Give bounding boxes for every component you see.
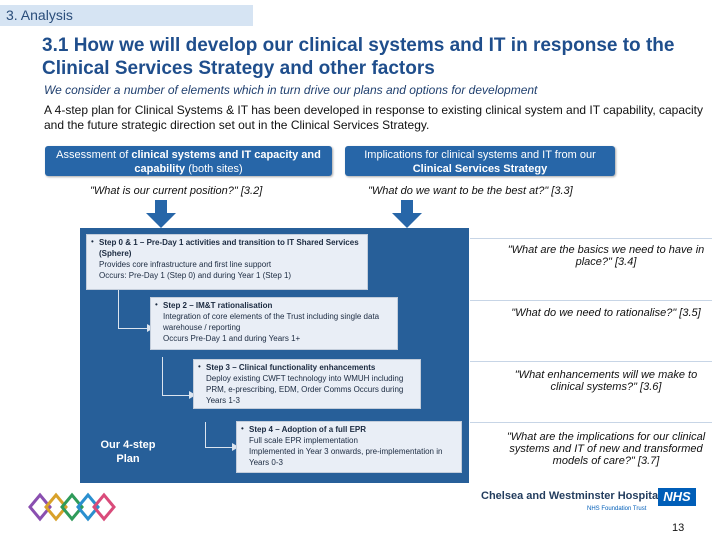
assessment-pill-post: (both sites) <box>185 163 243 175</box>
assessment-pill: Assessment of clinical systems and IT ca… <box>45 146 332 176</box>
down-arrow-icon <box>146 200 176 228</box>
step-3-box: • Step 3 – Clinical functionality enhanc… <box>193 359 421 409</box>
step-heading: Step 0 & 1 – Pre-Day 1 activities and tr… <box>99 238 359 258</box>
step-connector <box>205 422 234 448</box>
slide-title: 3.1 How we will develop our clinical sys… <box>42 35 675 79</box>
question-current-position: "What is our current position?" [3.2] <box>90 185 263 197</box>
step-detail: Deploy existing CWFT technology into WMU… <box>206 374 404 405</box>
assessment-pill-bold: clinical systems and IT capacity and cap… <box>131 149 321 175</box>
page-number: 13 <box>672 522 685 534</box>
divider-line <box>470 300 712 301</box>
step-0-1-box: • Step 0 & 1 – Pre-Day 1 activities and … <box>86 234 368 290</box>
step-detail: Occurs: Pre-Day 1 (Step 0) and during Ye… <box>99 271 292 280</box>
step-detail: Full scale EPR implementation <box>249 436 358 445</box>
question-basics: "What are the basics we need to have in … <box>507 244 705 268</box>
step-heading: Step 3 – Clinical functionality enhancem… <box>206 363 376 372</box>
step-connector <box>162 357 191 396</box>
divider-line <box>470 422 712 423</box>
assessment-pill-pre: Assessment of <box>56 149 132 161</box>
connector-arrow-icon <box>232 443 239 451</box>
slide-subtitle: We consider a number of elements which i… <box>44 83 538 97</box>
step-2-box: • Step 2 – IM&T rationalisation Integrat… <box>150 297 398 350</box>
implications-pill: Implications for clinical systems and IT… <box>345 146 615 176</box>
step-heading: Step 4 – Adoption of a full EPR <box>249 425 367 434</box>
step-4-box: • Step 4 – Adoption of a full EPR Full s… <box>236 421 462 473</box>
divider-line <box>470 361 712 362</box>
divider-line <box>470 238 712 239</box>
section-tag: 3. Analysis <box>0 5 253 26</box>
question-best-at: "What do we want to be the best at?" [3.… <box>368 185 573 197</box>
step-detail: Implemented in Year 3 onwards, pre-imple… <box>249 447 443 467</box>
hospital-name: Chelsea and Westminster Hospital <box>481 490 662 502</box>
question-rationalise: "What do we need to rationalise?" [3.5] <box>511 307 701 319</box>
question-new-models: "What are the implications for our clini… <box>506 431 706 467</box>
trust-logo-icon <box>28 492 116 522</box>
trust-name: NHS Foundation Trust <box>587 506 647 512</box>
step-heading: Step 2 – IM&T rationalisation <box>163 301 273 310</box>
step-detail: Occurs Pre-Day 1 and during Years 1+ <box>163 334 301 343</box>
down-arrow-icon <box>392 200 422 228</box>
panel-label: Our 4-step Plan <box>100 439 156 465</box>
implications-pill-bold: Clinical Services Strategy <box>412 163 548 175</box>
connector-arrow-icon <box>189 391 196 399</box>
implications-pill-pre: Implications for clinical systems and IT… <box>364 149 596 161</box>
step-detail: Integration of core elements of the Trus… <box>163 312 380 332</box>
nhs-logo: NHS <box>658 488 696 506</box>
step-detail: Provides core infrastructure and first l… <box>99 260 272 269</box>
intro-paragraph: A 4-step plan for Clinical Systems & IT … <box>44 103 704 132</box>
question-enhancements: "What enhancements will we make to clini… <box>514 369 698 393</box>
step-connector <box>118 290 149 329</box>
